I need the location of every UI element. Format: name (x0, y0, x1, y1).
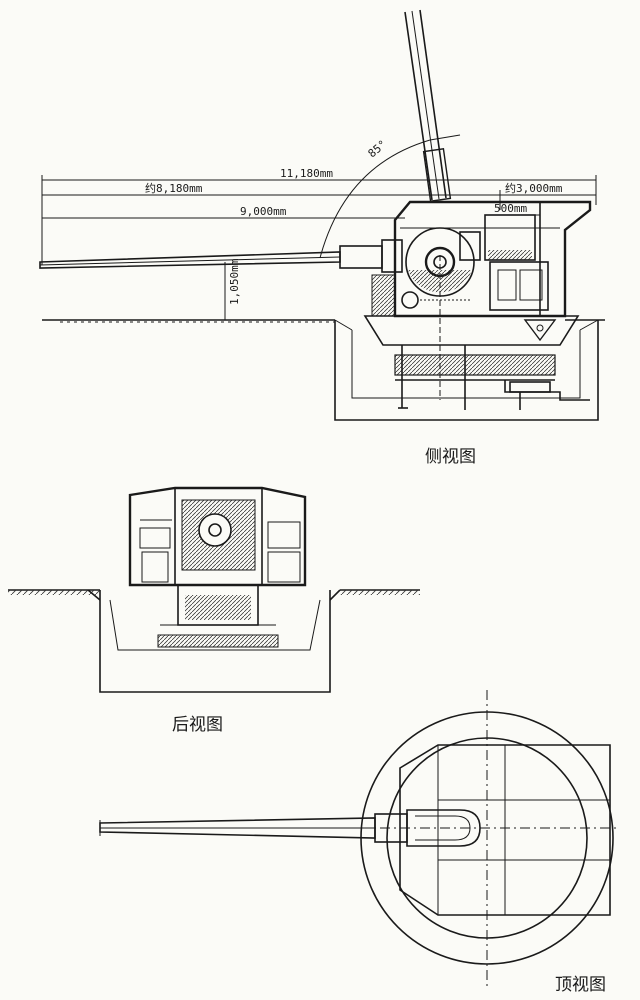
side-emplacement-pit (334, 319, 599, 421)
elevation-angle-label: 85° (366, 138, 390, 161)
side-ground-line (42, 319, 605, 323)
top-view: 顶视图 (99, 690, 620, 995)
side-view-caption: 侧视图 (425, 447, 476, 467)
rear-ground-line (8, 589, 420, 595)
top-centerlines (360, 690, 620, 990)
side-gun-mount (371, 200, 592, 318)
side-horizontal-barrel (39, 239, 403, 273)
rear-view-caption: 后视图 (172, 715, 223, 735)
dim-rear-label: 约3,000mm (505, 182, 563, 195)
dim-height-label: 1,050mm (228, 258, 241, 305)
side-elevated-barrel (404, 9, 452, 202)
rear-view: 后视图 (8, 486, 420, 735)
side-view: 11,180mm 约8,180mm 约3,000mm 9,000mm 500mm… (39, 9, 605, 467)
rear-turret (128, 486, 307, 587)
dim-total-label: 11,180mm (280, 167, 333, 180)
rear-base (157, 584, 279, 648)
dim-front-label: 约8,180mm (145, 182, 203, 195)
dim-barrel-label: 9,000mm (240, 205, 287, 218)
dim-breech-label: 500mm (494, 202, 527, 215)
top-barrel (99, 809, 481, 847)
top-view-caption: 顶视图 (555, 975, 606, 995)
side-dimensions (41, 134, 597, 320)
top-turret-body (399, 744, 611, 916)
rear-emplacement-pit (87, 589, 341, 693)
side-base-ring (363, 255, 590, 410)
